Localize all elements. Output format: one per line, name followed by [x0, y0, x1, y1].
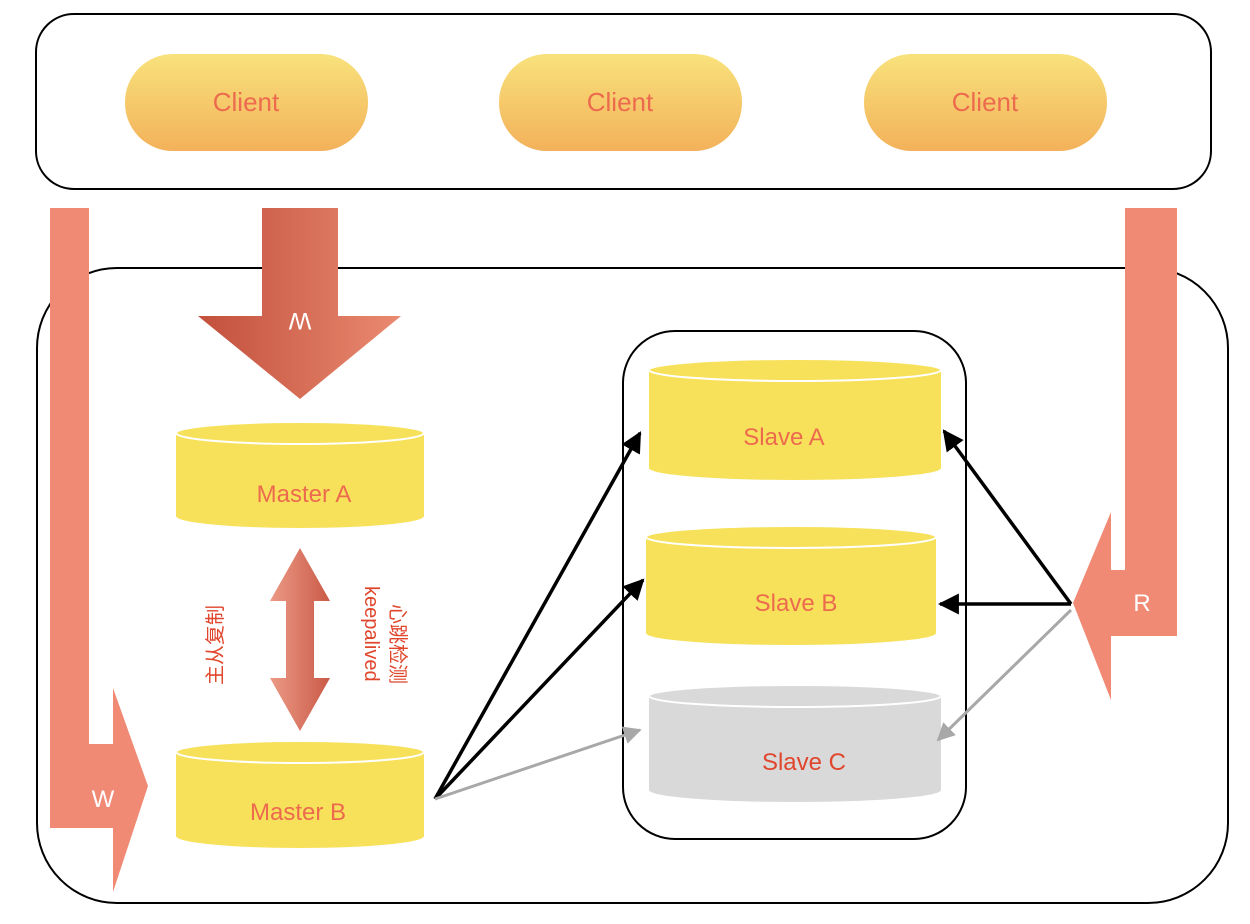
replication-arrow-slave-c [434, 726, 642, 801]
master-b-label: Master B [250, 799, 346, 826]
keepalived-annotation: keepalived [360, 586, 382, 682]
client-label: Client [213, 87, 280, 117]
client-label: Client [587, 87, 654, 117]
heartbeat-annotation: 心跳检测 [386, 604, 409, 684]
write-left-label: W [92, 786, 115, 813]
replication-arrow-slave-a [433, 431, 642, 800]
replication-annotation: 主从复制 [204, 605, 227, 685]
slave-a-label: Slave A [743, 424, 824, 451]
slave-b-label: Slave B [755, 590, 838, 617]
client-node-3: Client [864, 54, 1107, 151]
slave-c-db: Slave C [648, 684, 942, 802]
read-arrow-slave-a [942, 429, 1073, 606]
write-flow-top: W [198, 208, 401, 399]
read-right-label: R [1133, 590, 1150, 617]
client-node-1: Client [125, 54, 368, 151]
slave-c-label: Slave C [762, 749, 846, 776]
master-a-label: Master A [257, 481, 352, 508]
read-flow-right: R [1073, 208, 1177, 700]
client-node-2: Client [499, 54, 742, 151]
slave-a-db: Slave A [648, 358, 942, 480]
write-top-label: W [288, 307, 311, 334]
slave-b-db: Slave B [645, 525, 937, 645]
replication-double-arrow [270, 548, 330, 731]
client-container [35, 13, 1212, 190]
server-container [36, 267, 1229, 904]
replication-arrow-slave-b [433, 578, 645, 801]
write-flow-left: W [50, 208, 148, 892]
client-label: Client [952, 87, 1019, 117]
master-b-db: Master B [175, 740, 425, 848]
master-a-db: Master A [175, 421, 425, 528]
read-arrow-slave-c [936, 608, 1073, 742]
